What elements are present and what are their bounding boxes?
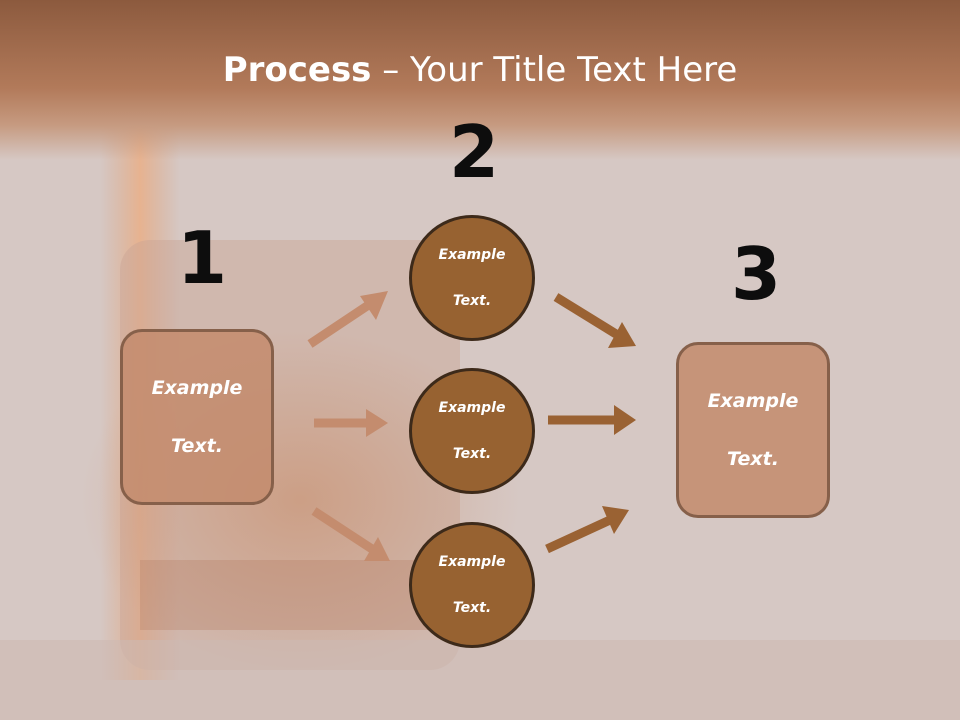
title-bold: Process bbox=[222, 50, 372, 90]
left-box-line-2: Text. bbox=[171, 434, 223, 457]
circle-bottom-line-1: Example bbox=[438, 553, 506, 570]
step-number-3: 3 bbox=[731, 232, 782, 316]
circle-bottom-line-2: Text. bbox=[452, 599, 492, 616]
slide-title: Process – Your Title Text Here bbox=[0, 50, 960, 90]
circle-middle-line-2: Text. bbox=[452, 445, 492, 462]
arrow-to-top-circle bbox=[307, 291, 388, 348]
right-box-line-1: Example bbox=[707, 389, 799, 412]
arrow-to-middle-circle bbox=[314, 409, 388, 437]
right-box-line-2: Text. bbox=[727, 447, 779, 470]
circle-top-line-2: Text. bbox=[452, 292, 492, 309]
left-box-line-1: Example bbox=[151, 376, 243, 399]
circle-top-line-1: Example bbox=[438, 246, 506, 263]
arrow-from-top-circle bbox=[553, 293, 636, 348]
step-number-1: 1 bbox=[177, 216, 228, 300]
arrow-from-bottom-circle bbox=[545, 506, 629, 554]
step-number-2: 2 bbox=[449, 110, 500, 194]
circle-middle-line-1: Example bbox=[438, 399, 506, 416]
arrow-to-bottom-circle bbox=[311, 507, 390, 561]
title-rest: – Your Title Text Here bbox=[371, 50, 738, 90]
arrow-from-middle-circle bbox=[548, 405, 636, 435]
title-band bbox=[0, 0, 960, 160]
